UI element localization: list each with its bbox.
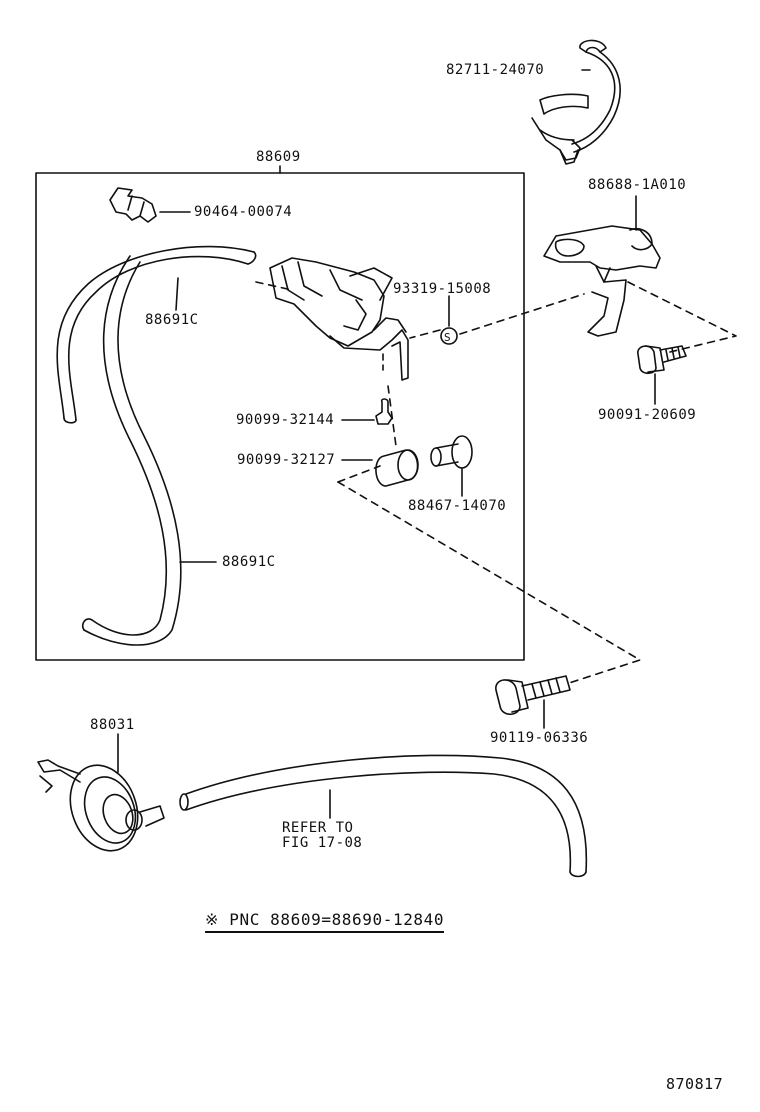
label-88467-14070: 88467-14070 — [408, 498, 507, 514]
bracket-illustration — [543, 195, 661, 337]
drawing-number: 870817 — [666, 1075, 724, 1093]
collar-88467-illustration — [430, 435, 473, 497]
clamp-illustration — [531, 39, 621, 165]
label-88688-1a010: 88688-1A010 — [588, 177, 687, 193]
refer-note-line1: REFER TO — [282, 820, 354, 836]
label-88691c-top: 88691C — [145, 312, 199, 328]
label-90464-00074: 90464-00074 — [194, 204, 293, 220]
connection-lines — [255, 281, 737, 685]
label-90099-32127: 90099-32127 — [237, 452, 336, 468]
pnc-note: ※ PNC 88609=88690-12840 — [205, 910, 445, 933]
refer-note-line2: FIG 17-08 — [282, 835, 363, 851]
label-88031: 88031 — [90, 717, 135, 733]
cushion-90099-32127-illustration — [341, 449, 419, 487]
grommet-90099-32144-illustration — [341, 398, 393, 425]
label-90119-06336: 90119-06336 — [490, 730, 589, 746]
label-82711-24070: 82711-24070 — [446, 62, 545, 78]
label-93319-15008: 93319-15008 — [393, 281, 492, 297]
bolt-90091-illustration — [637, 345, 687, 405]
vsv-valve-illustration — [269, 257, 409, 381]
hose-refer-illustration — [179, 754, 588, 878]
hose-88691c-illustration — [56, 245, 257, 646]
label-90099-32144: 90099-32144 — [236, 412, 335, 428]
label-88691c-bottom: 88691C — [222, 554, 276, 570]
label-90091-20609: 90091-20609 — [598, 407, 697, 423]
bolt-90119-illustration — [495, 675, 571, 729]
label-88609: 88609 — [256, 149, 301, 165]
actuator-88031-illustration — [37, 733, 165, 852]
svg-text:S: S — [444, 331, 451, 344]
clip-90464-illustration — [109, 187, 191, 223]
leader-88691c-top — [175, 277, 179, 311]
washer-93319-illustration: S — [440, 295, 458, 345]
